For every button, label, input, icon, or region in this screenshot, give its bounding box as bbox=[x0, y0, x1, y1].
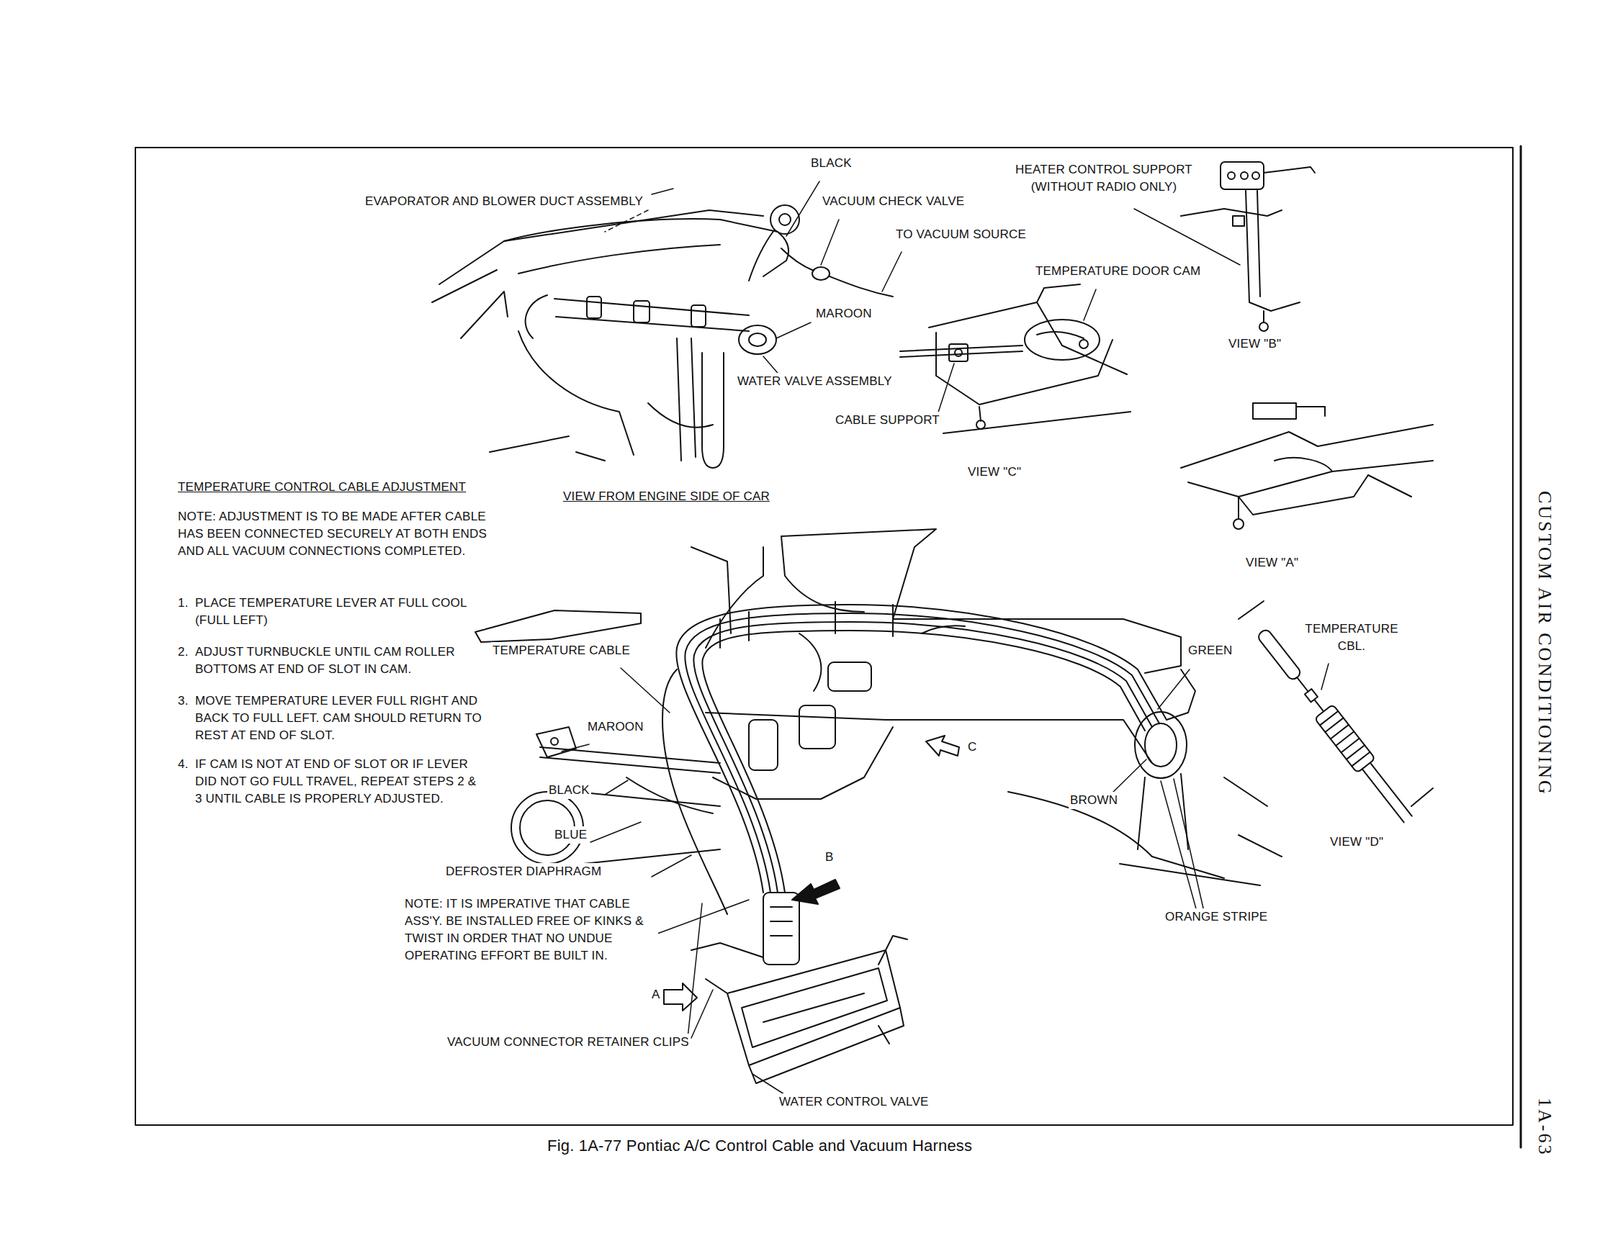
view-arrow-letter: B bbox=[823, 848, 836, 867]
wire-color: GREEN bbox=[1186, 642, 1234, 660]
part-name: CABLE SUPPORT bbox=[833, 411, 942, 430]
step-text: ADJUST TURNBUCKLE UNTIL CAM ROLLER BOTTO… bbox=[193, 643, 485, 679]
part-name: WATER CONTROL VALVE bbox=[777, 1093, 931, 1112]
part-name: TEMPERATURE CABLE bbox=[491, 642, 632, 660]
section-heading: TEMPERATURE CONTROL CABLE ADJUSTMENT bbox=[176, 478, 468, 497]
wire-color: ORANGE STRIPE bbox=[1163, 908, 1269, 927]
part-name: VACUUM CHECK VALVE bbox=[820, 192, 966, 211]
view-arrow bbox=[792, 879, 840, 905]
margin-rule bbox=[1520, 146, 1523, 1148]
view-c-cam bbox=[900, 284, 1131, 434]
view-arrow bbox=[926, 735, 960, 757]
step-number: 1. bbox=[176, 594, 191, 613]
leader-lines bbox=[561, 181, 1329, 1096]
section-title: CUSTOM AIR CONDITIONING bbox=[1533, 489, 1556, 798]
view-a-housing bbox=[1180, 403, 1433, 530]
view-d-turnbuckle bbox=[1238, 601, 1433, 827]
step-number: 4. bbox=[176, 756, 191, 774]
wire-color: BLUE bbox=[553, 826, 589, 844]
view-b-bracket bbox=[1180, 162, 1315, 332]
page-number: 1A-63 bbox=[1533, 1096, 1556, 1158]
step-text: IF CAM IS NOT AT END OF SLOT OR IF LEVER… bbox=[193, 756, 485, 808]
figure-caption: Fig. 1A-77 Pontiac A/C Control Cable and… bbox=[545, 1136, 974, 1157]
step-text: MOVE TEMPERATURE LEVER FULL RIGHT AND BA… bbox=[193, 692, 485, 745]
view-arrow-letter: C bbox=[966, 738, 978, 757]
view-label: VIEW "D" bbox=[1328, 833, 1385, 852]
part-name: EVAPORATOR AND BLOWER DUCT ASSEMBLY bbox=[363, 192, 645, 211]
view-arrow-letter: A bbox=[650, 986, 662, 1004]
wire-color: BLACK bbox=[809, 154, 854, 173]
part-name: HEATER CONTROL SUPPORT (WITHOUT RADIO ON… bbox=[1011, 161, 1197, 196]
wire-color: MAROON bbox=[814, 305, 874, 323]
engine-side-view bbox=[432, 205, 893, 469]
part-name: WATER VALVE ASSEMBLY bbox=[735, 372, 894, 391]
part-name: TEMPERATURE CBL. bbox=[1296, 620, 1408, 656]
part-name: TO VACUUM SOURCE bbox=[894, 226, 1028, 244]
part-name: VACUUM CONNECTOR RETAINER CLIPS bbox=[445, 1034, 691, 1052]
step-number: 2. bbox=[176, 643, 191, 662]
wire-color: MAROON bbox=[586, 718, 646, 736]
note: NOTE: ADJUSTMENT IS TO BE MADE AFTER CAB… bbox=[176, 508, 489, 561]
view-label: VIEW "A" bbox=[1244, 554, 1300, 572]
wire-color: BLACK bbox=[547, 781, 592, 800]
wire-color: BROWN bbox=[1068, 792, 1119, 810]
main-assembly bbox=[475, 529, 1282, 1084]
view-label: VIEW "C" bbox=[966, 463, 1023, 482]
note: NOTE: IT IS IMPERATIVE THAT CABLE ASS'Y.… bbox=[403, 895, 659, 965]
part-name: DEFROSTER DIAPHRAGM bbox=[444, 863, 603, 881]
step-number: 3. bbox=[176, 692, 191, 710]
view-label: VIEW "B" bbox=[1227, 335, 1283, 353]
step-text: PLACE TEMPERATURE LEVER AT FULL COOL (FU… bbox=[193, 594, 485, 630]
view-label: VIEW FROM ENGINE SIDE OF CAR bbox=[561, 488, 772, 506]
part-name: TEMPERATURE DOOR CAM bbox=[1034, 262, 1202, 281]
page-frame bbox=[135, 147, 1513, 1126]
